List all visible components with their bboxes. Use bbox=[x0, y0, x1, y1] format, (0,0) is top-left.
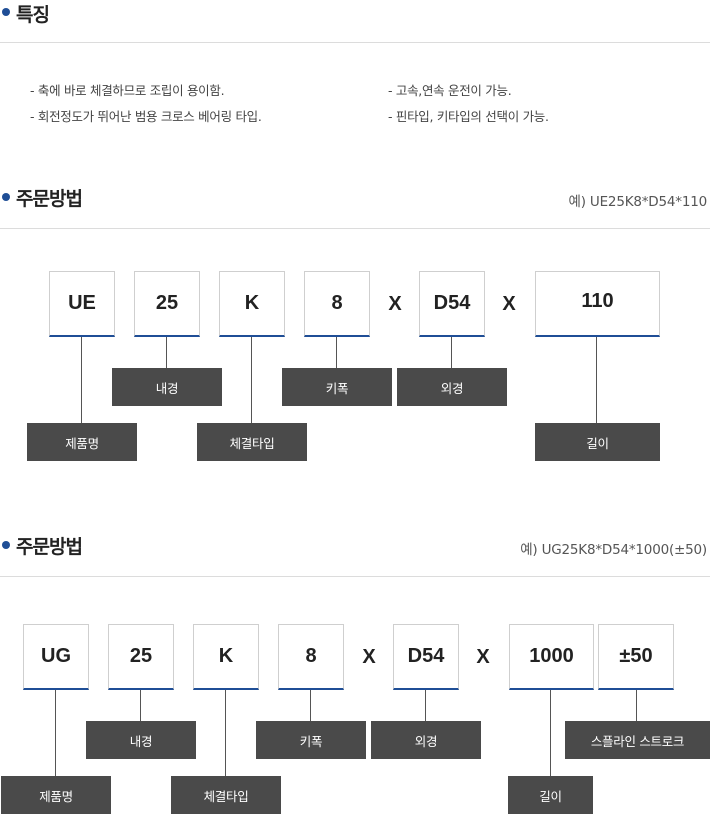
section-bullet-icon bbox=[2, 541, 10, 549]
label-length: 길이 bbox=[508, 776, 593, 814]
connector-line bbox=[251, 337, 252, 423]
section-bullet-icon bbox=[2, 193, 10, 201]
order-title: 주문방법 bbox=[16, 188, 83, 210]
label-spline-stroke: 스플라인 스트로크 bbox=[565, 721, 710, 759]
label-length: 길이 bbox=[535, 423, 660, 461]
label-inner-diameter: 내경 bbox=[112, 368, 222, 406]
code-box-inner-diameter: 25 bbox=[108, 624, 174, 690]
connector-line bbox=[81, 337, 82, 423]
label-key-width: 키폭 bbox=[256, 721, 366, 759]
feature-item: - 회전정도가 뛰어난 범용 크로스 베어링 타입. bbox=[30, 109, 262, 124]
code-box-product: UG bbox=[23, 624, 89, 690]
feature-item: - 고속,연속 운전이 가능. bbox=[388, 83, 512, 98]
divider bbox=[0, 228, 710, 229]
connector-line bbox=[166, 337, 167, 368]
code-box-outer-diameter: D54 bbox=[393, 624, 459, 690]
separator-x: X bbox=[362, 646, 376, 668]
connector-line bbox=[636, 690, 637, 721]
code-box-product: UE bbox=[49, 271, 115, 337]
label-outer-diameter: 외경 bbox=[397, 368, 507, 406]
label-fastening-type: 체결타입 bbox=[197, 423, 307, 461]
separator-x: X bbox=[476, 646, 490, 668]
connector-line bbox=[55, 690, 56, 776]
label-product: 제품명 bbox=[27, 423, 137, 461]
label-product: 제품명 bbox=[1, 776, 111, 814]
divider bbox=[0, 576, 710, 577]
code-box-fastening-type: K bbox=[193, 624, 259, 690]
label-outer-diameter: 외경 bbox=[371, 721, 481, 759]
code-box-outer-diameter: D54 bbox=[419, 271, 485, 337]
separator-x: X bbox=[502, 293, 516, 315]
code-box-length: 1000 bbox=[509, 624, 594, 690]
divider bbox=[0, 42, 710, 43]
separator-x: X bbox=[388, 293, 402, 315]
code-box-fastening-type: K bbox=[219, 271, 285, 337]
connector-line bbox=[225, 690, 226, 776]
order-example: 예) UG25K8*D54*1000(±50) bbox=[520, 542, 707, 558]
code-box-key-width: 8 bbox=[304, 271, 370, 337]
order-title: 주문방법 bbox=[16, 536, 83, 558]
code-box-spline-stroke: ±50 bbox=[598, 624, 674, 690]
connector-line bbox=[140, 690, 141, 721]
connector-line bbox=[451, 337, 452, 368]
connector-line bbox=[425, 690, 426, 721]
connector-line bbox=[550, 690, 551, 776]
label-fastening-type: 체결타입 bbox=[171, 776, 281, 814]
code-box-inner-diameter: 25 bbox=[134, 271, 200, 337]
features-title: 특징 bbox=[16, 4, 50, 26]
connector-line bbox=[596, 337, 597, 423]
order-example: 예) UE25K8*D54*110 bbox=[568, 194, 708, 210]
connector-line bbox=[310, 690, 311, 721]
section-bullet-icon bbox=[2, 8, 10, 16]
code-box-length: 110 bbox=[535, 271, 660, 337]
label-inner-diameter: 내경 bbox=[86, 721, 196, 759]
connector-line bbox=[336, 337, 337, 368]
feature-item: - 축에 바로 체결하므로 조립이 용이함. bbox=[30, 83, 225, 98]
code-box-key-width: 8 bbox=[278, 624, 344, 690]
label-key-width: 키폭 bbox=[282, 368, 392, 406]
feature-item: - 핀타입, 키타입의 선택이 가능. bbox=[388, 109, 549, 124]
